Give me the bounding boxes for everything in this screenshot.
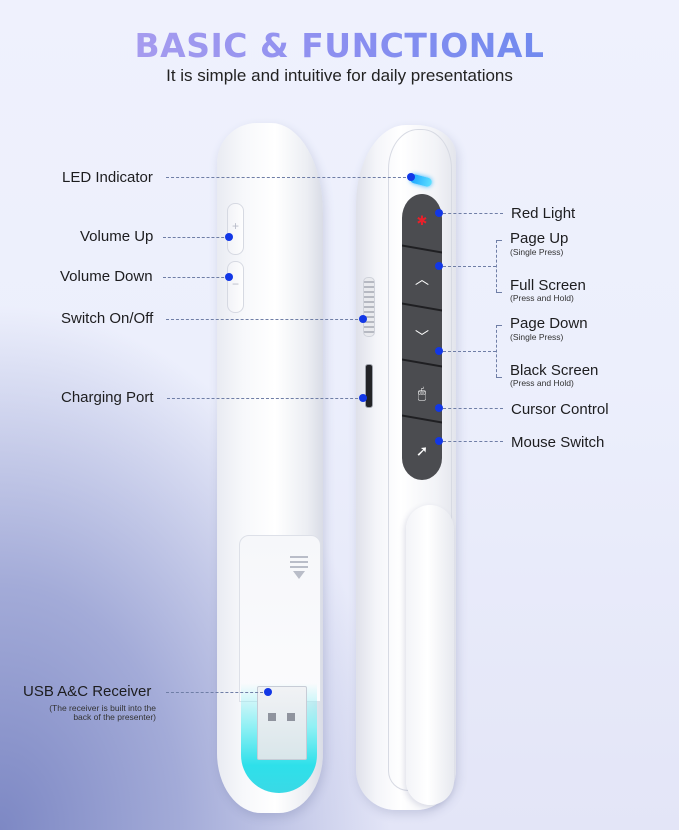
- callout-red-light: Red Light: [511, 205, 576, 222]
- usb-receiver-icon: [257, 686, 307, 760]
- presenter-side-view: + −: [217, 123, 323, 813]
- callout-dot: [435, 437, 443, 445]
- leader-line: [163, 237, 229, 238]
- leader-line: [167, 398, 363, 399]
- slide-grip-icon: [290, 556, 308, 579]
- mouse-icon: 🖱: [417, 384, 427, 401]
- callout-page-up: Page Up: [510, 230, 569, 247]
- callout-dot: [225, 233, 233, 241]
- bracket-line: [496, 325, 497, 377]
- bracket-tick: [496, 240, 502, 241]
- minus-icon: −: [231, 277, 239, 291]
- callout-usb-receiver: USB A&C Receiver: [23, 683, 152, 700]
- leader-line: [166, 319, 363, 320]
- callout-dot: [359, 394, 367, 402]
- button-pad: ✱ ︿ ﹀ 🖱 ➚: [402, 194, 442, 480]
- callout-dot: [435, 209, 443, 217]
- page-subtitle: It is simple and intuitive for daily pre…: [166, 66, 513, 85]
- callout-charging-port: Charging Port: [61, 389, 154, 406]
- callout-page-down-note: (Single Press): [510, 332, 564, 342]
- page-title: BASIC & FUNCTIONAL: [0, 26, 679, 66]
- callout-dot: [225, 273, 233, 281]
- callout-dot: [407, 173, 415, 181]
- callout-volume-up: Volume Up: [80, 228, 154, 245]
- pointer-click-icon: ➚: [415, 443, 429, 460]
- chevron-down-icon: ﹀: [415, 329, 429, 345]
- leader-line: [166, 692, 268, 693]
- callout-usb-note-2: back of the presenter): [73, 712, 156, 722]
- volume-down-key: −: [227, 261, 244, 313]
- callout-black-screen: Black Screen: [510, 362, 599, 379]
- callout-dot: [435, 347, 443, 355]
- leader-line: [443, 408, 503, 409]
- callout-full-screen-note: (Press and Hold): [510, 293, 574, 303]
- callout-mouse-switch: Mouse Switch: [511, 434, 605, 451]
- callout-dot: [264, 688, 272, 696]
- bracket-tick: [496, 292, 502, 293]
- charging-port: [365, 364, 373, 408]
- callout-page-down: Page Down: [510, 315, 588, 332]
- callout-dot: [359, 315, 367, 323]
- callout-led-indicator: LED Indicator: [62, 169, 153, 186]
- leader-line: [443, 351, 496, 352]
- bracket-tick: [496, 325, 502, 326]
- callout-switch: Switch On/Off: [61, 310, 154, 327]
- callout-cursor-control: Cursor Control: [511, 401, 609, 418]
- bracket-tick: [496, 377, 502, 378]
- pocket-clip: [406, 505, 454, 805]
- leader-line: [163, 277, 229, 278]
- leader-line: [166, 177, 411, 178]
- callout-black-screen-note: (Press and Hold): [510, 378, 574, 388]
- chevron-up-icon: ︿: [415, 271, 429, 287]
- leader-line: [443, 441, 503, 442]
- leader-line: [443, 213, 503, 214]
- callout-dot: [435, 262, 443, 270]
- volume-up-key: +: [227, 203, 244, 255]
- receiver-cover: [239, 535, 321, 702]
- leader-line: [443, 266, 496, 267]
- bracket-line: [496, 240, 497, 292]
- callout-full-screen: Full Screen: [510, 277, 586, 294]
- callout-volume-down: Volume Down: [60, 268, 153, 285]
- presenter-front-view: ✱ ︿ ﹀ 🖱 ➚: [356, 125, 456, 810]
- callout-page-up-note: (Single Press): [510, 247, 564, 257]
- power-switch: [363, 277, 375, 337]
- plus-icon: +: [231, 219, 239, 233]
- callout-usb-note-1: (The receiver is built into the: [49, 703, 156, 713]
- laser-icon: ✱: [416, 213, 428, 228]
- callout-dot: [435, 404, 443, 412]
